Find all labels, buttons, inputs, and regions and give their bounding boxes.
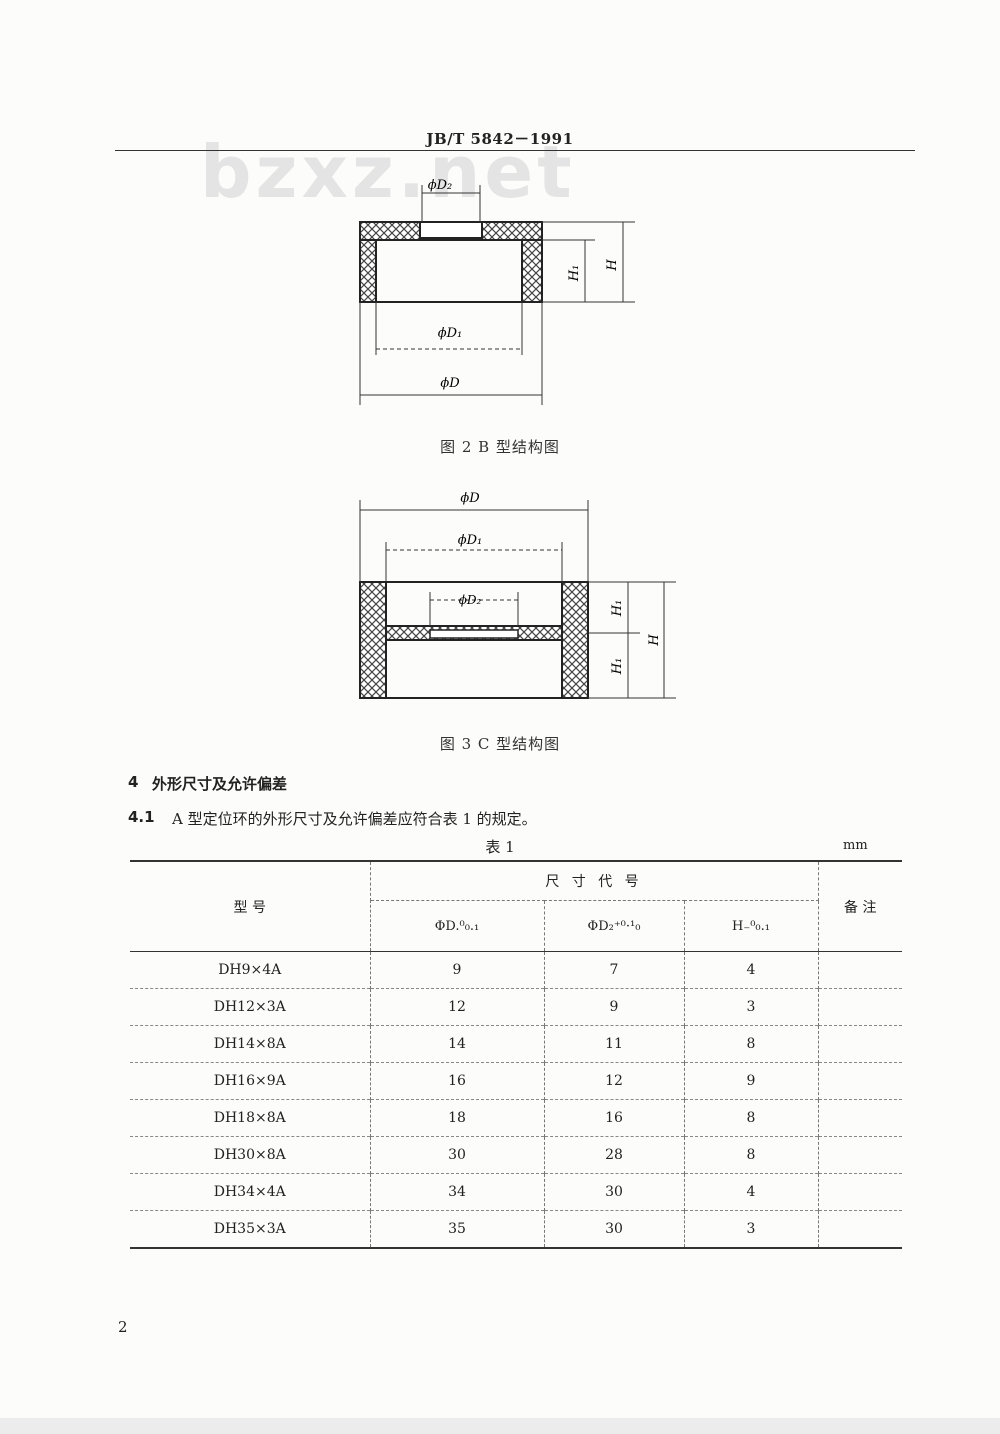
figure-2-label-d1: ϕD₁ bbox=[438, 326, 463, 341]
cell-h: 9 bbox=[684, 1062, 819, 1100]
figure-3-label-h1-bottom: H₁ bbox=[610, 658, 625, 676]
figure-3-label-h: H bbox=[647, 634, 662, 647]
cell-h: 8 bbox=[684, 1099, 819, 1137]
cell-d2: 28 bbox=[544, 1136, 685, 1174]
cell-d2: 12 bbox=[544, 1062, 685, 1100]
figure-3-label-h1-top: H₁ bbox=[610, 600, 625, 618]
figure-3-diagram: ϕD ϕD₁ ϕD₂ H₁ H₁ H bbox=[359, 491, 676, 699]
cell-model: DH9×4A bbox=[130, 951, 371, 989]
section-4-1-text: A 型定位环的外形尺寸及允许偏差应符合表 1 的规定。 bbox=[172, 810, 537, 828]
cell-d2: 9 bbox=[544, 988, 685, 1026]
figure-3-body bbox=[359, 581, 589, 699]
cell-model: DH35×3A bbox=[130, 1210, 371, 1248]
cell-h: 4 bbox=[684, 951, 819, 989]
table-1-unit: mm bbox=[843, 838, 868, 853]
cell-model: DH14×8A bbox=[130, 1025, 371, 1063]
cell-remark bbox=[818, 1026, 902, 1063]
header-rule bbox=[115, 150, 915, 151]
cell-remark bbox=[818, 1063, 902, 1100]
table-1-title: 表 1 bbox=[485, 838, 515, 856]
figure-2-diagram: ϕD₂ ϕD₁ ϕD H₁ H bbox=[359, 178, 635, 405]
header-col-d: ΦD.⁰₀.₁ bbox=[370, 900, 545, 952]
cell-d: 18 bbox=[370, 1099, 545, 1137]
cell-remark bbox=[818, 1100, 902, 1137]
cell-d2: 11 bbox=[544, 1025, 685, 1063]
cell-remark bbox=[818, 952, 902, 989]
cell-d2: 7 bbox=[544, 951, 685, 989]
figure-3-caption: 图 3 C 型结构图 bbox=[439, 735, 561, 753]
cell-d: 14 bbox=[370, 1025, 545, 1063]
figure-3-label-d1: ϕD₁ bbox=[458, 533, 483, 548]
cell-d: 12 bbox=[370, 988, 545, 1026]
cell-model: DH12×3A bbox=[130, 988, 371, 1026]
watermark: bzxz.net bbox=[200, 130, 576, 214]
cell-d: 16 bbox=[370, 1062, 545, 1100]
section-4-title: 外形尺寸及允许偏差 bbox=[152, 775, 288, 793]
cell-model: DH34×4A bbox=[130, 1173, 371, 1211]
figure-3-label-d: ϕD bbox=[460, 491, 480, 506]
cell-model: DH18×8A bbox=[130, 1099, 371, 1137]
cell-d: 35 bbox=[370, 1210, 545, 1248]
viewer-bottom-bar bbox=[0, 1418, 1000, 1434]
cell-d2: 16 bbox=[544, 1099, 685, 1137]
cell-d: 34 bbox=[370, 1173, 545, 1211]
section-4-number: 4 bbox=[128, 773, 139, 791]
cell-d: 30 bbox=[370, 1136, 545, 1174]
table-1: 型 号 尺 寸 代 号 备 注 ΦD.⁰₀.₁ ΦD₂⁺⁰·¹₀ H₋⁰₀.₁ … bbox=[130, 860, 902, 1249]
figure-2-label-h: H bbox=[605, 259, 620, 272]
cell-d2: 30 bbox=[544, 1173, 685, 1211]
cell-h: 3 bbox=[684, 988, 819, 1026]
cell-remark bbox=[818, 1174, 902, 1211]
cell-h: 3 bbox=[684, 1210, 819, 1248]
header-col-h: H₋⁰₀.₁ bbox=[684, 900, 819, 952]
figure-2-label-d: ϕD bbox=[440, 376, 460, 391]
cell-d: 9 bbox=[370, 951, 545, 989]
figure-3-label-d2: ϕD₂ bbox=[459, 593, 482, 607]
section-4-1-number: 4.1 bbox=[128, 808, 155, 826]
header-model: 型 号 bbox=[130, 861, 371, 952]
cell-h: 8 bbox=[684, 1025, 819, 1063]
figure-2-caption: 图 2 B 型结构图 bbox=[440, 438, 560, 456]
figure-2-label-h1: H₁ bbox=[567, 265, 582, 283]
cell-h: 8 bbox=[684, 1136, 819, 1174]
figure-2-label-d2: ϕD₂ bbox=[428, 178, 453, 193]
header-remarks: 备 注 bbox=[844, 899, 877, 916]
cell-model: DH16×9A bbox=[130, 1062, 371, 1100]
header-dimension-group: 尺 寸 代 号 bbox=[370, 861, 819, 901]
cell-remark bbox=[818, 1137, 902, 1174]
header-col-d2: ΦD₂⁺⁰·¹₀ bbox=[544, 900, 685, 952]
cell-remark bbox=[818, 989, 902, 1026]
cell-remark bbox=[818, 1211, 902, 1249]
page-number: 2 bbox=[118, 1318, 128, 1336]
cell-model: DH30×8A bbox=[130, 1136, 371, 1174]
document-header-title: JB/T 5842－1991 bbox=[426, 130, 574, 148]
figure-2-body bbox=[359, 221, 543, 303]
cell-h: 4 bbox=[684, 1173, 819, 1211]
cell-d2: 30 bbox=[544, 1210, 685, 1248]
